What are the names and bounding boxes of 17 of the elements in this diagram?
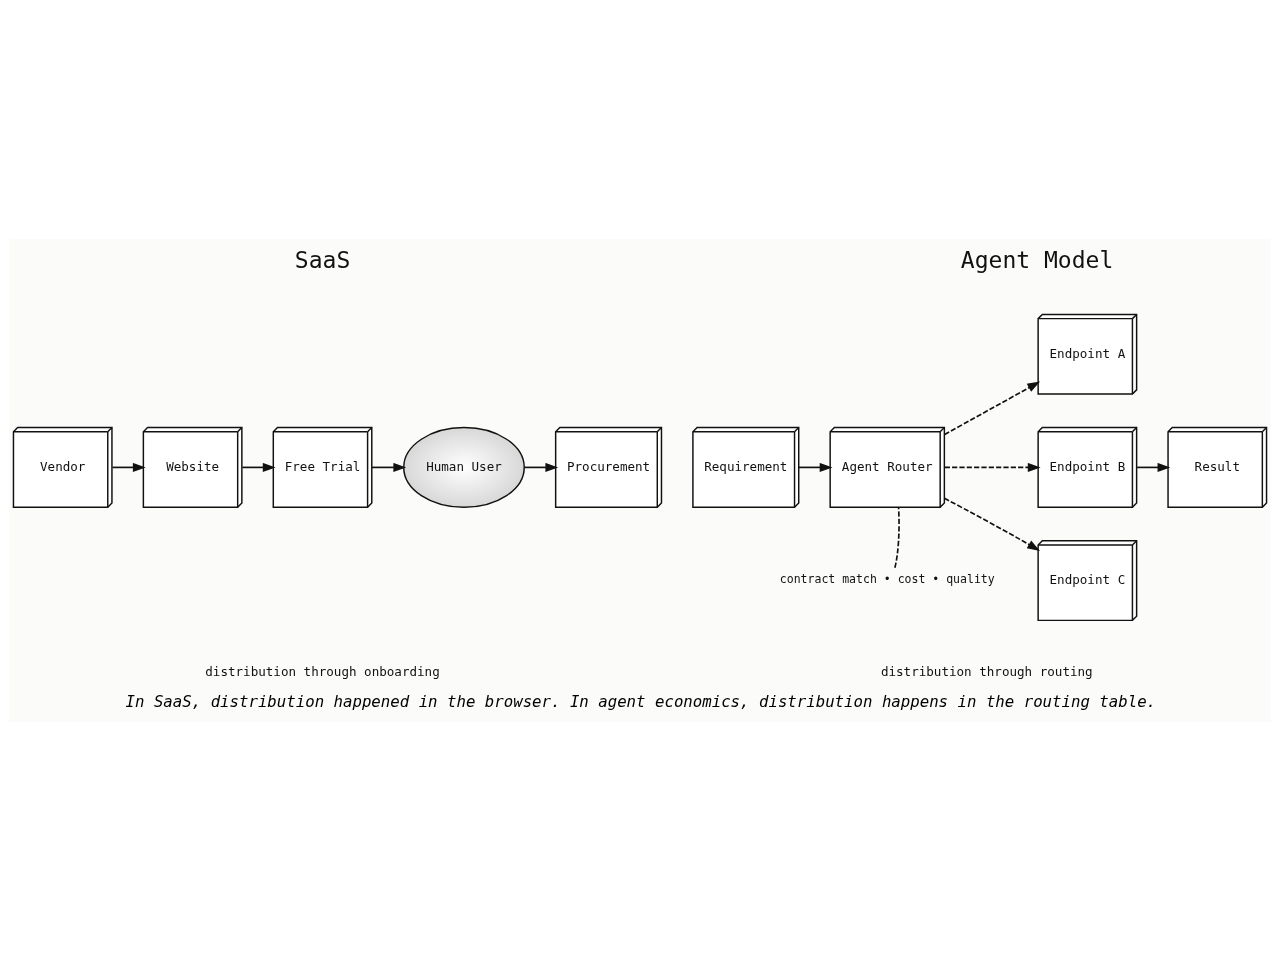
arrow (943, 462, 1041, 472)
node-ellipse: Human User (403, 426, 525, 508)
arrow (523, 462, 559, 472)
label: distribution through onboarding (205, 663, 440, 679)
arrow (1136, 462, 1171, 472)
arrow (798, 462, 833, 472)
label: SaaS (294, 246, 351, 273)
arrow (943, 496, 1041, 551)
label: distribution through routing (880, 663, 1093, 679)
arrow (943, 381, 1041, 435)
label: Agent Model (960, 246, 1114, 273)
caption: In SaaS, distribution happened in the browser. In agent economics, distribution happens in the routing table. (125, 691, 1157, 711)
node-text: contract match • cost • quality (779, 571, 995, 586)
arrow (111, 462, 146, 472)
connector (894, 505, 900, 569)
arrow (241, 462, 276, 472)
arrow (371, 462, 407, 472)
